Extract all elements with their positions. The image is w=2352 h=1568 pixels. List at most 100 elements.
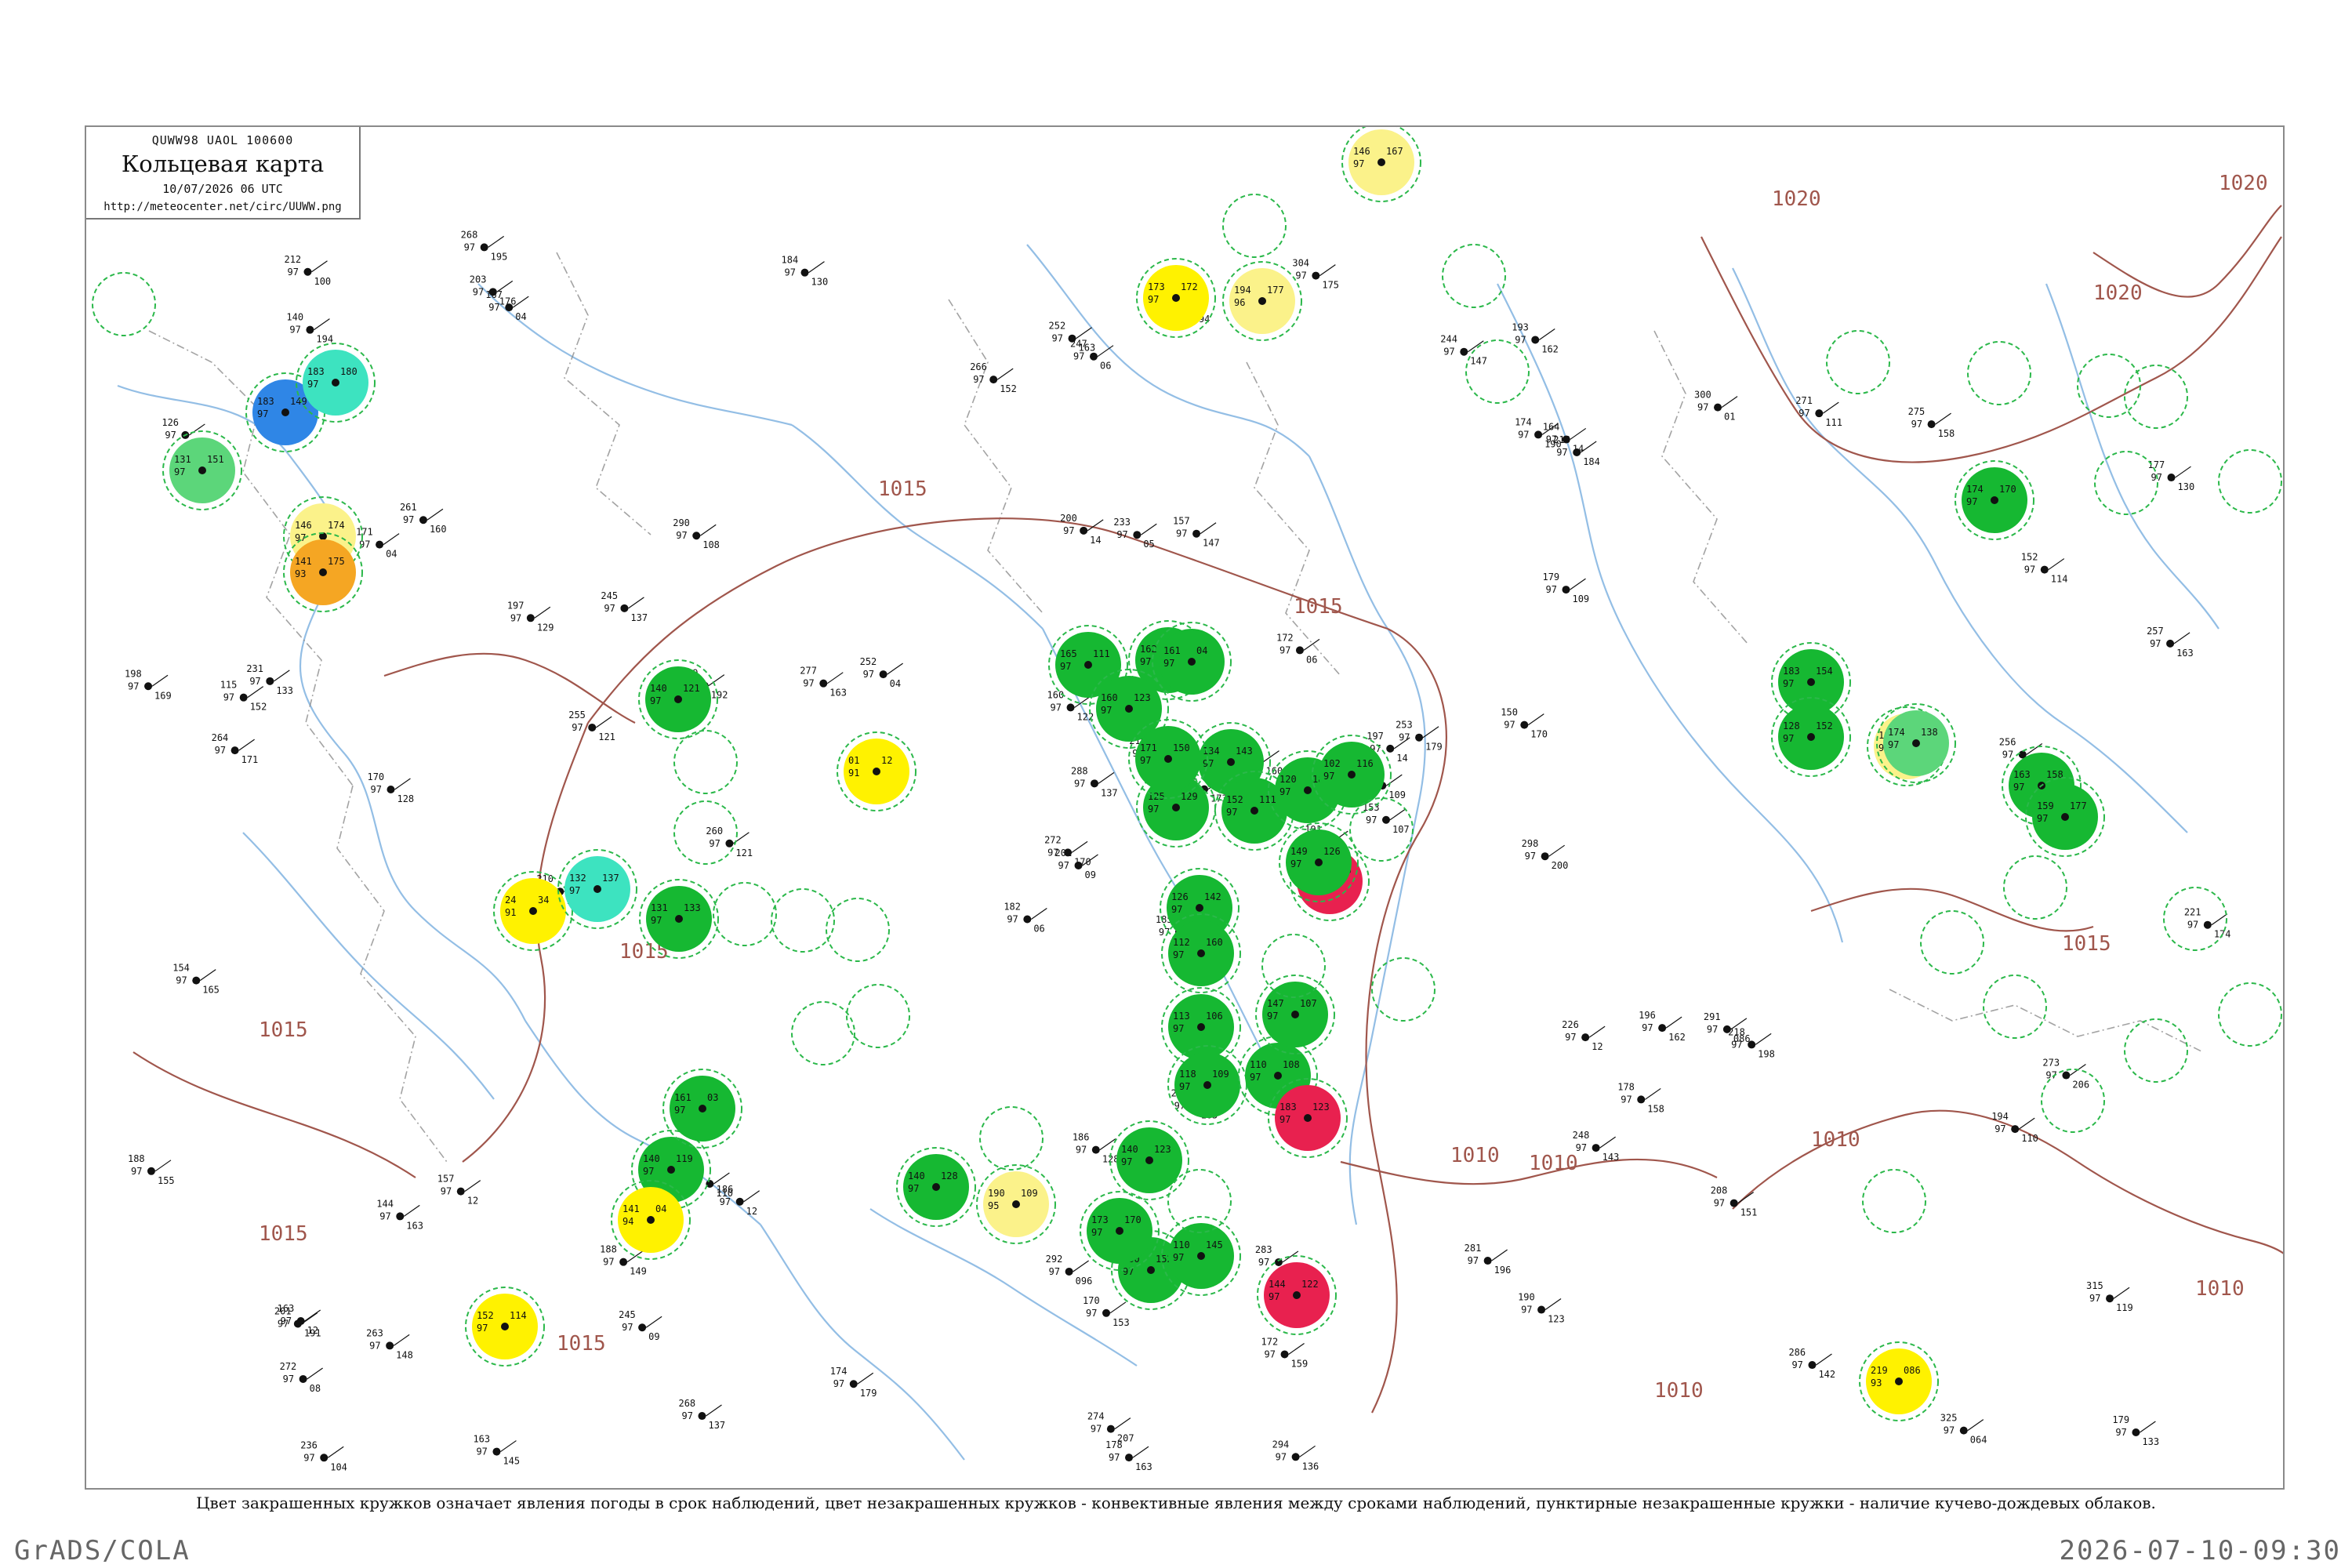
- source-url[interactable]: http://meteocenter.net/circ/UUWW.png: [103, 201, 342, 213]
- map-canvas[interactable]: 1015101510151015101510151015102010201020…: [86, 127, 2285, 1490]
